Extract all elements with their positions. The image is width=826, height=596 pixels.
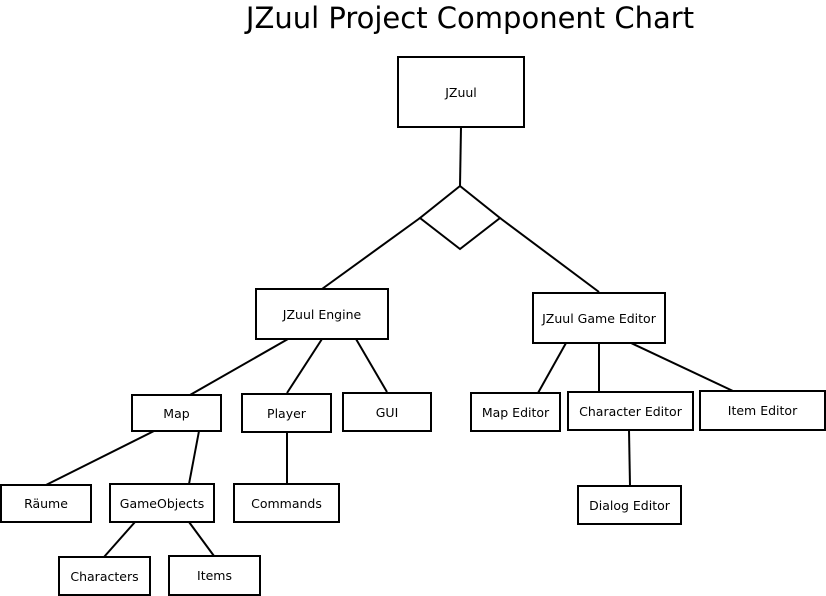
- node-commands: Commands: [233, 483, 340, 523]
- node-jzuul-game-editor: JZuul Game Editor: [532, 292, 666, 344]
- edge-engine-map: [189, 338, 289, 396]
- node-jzuul: JZuul: [397, 56, 525, 128]
- edge-editor-mapeditor: [537, 342, 567, 394]
- chart-title: JZuul Project Component Chart: [245, 1, 695, 35]
- node-gameobjects: GameObjects: [109, 483, 215, 523]
- edge-map-gameobjects: [188, 430, 200, 485]
- node-gui: GUI: [342, 392, 432, 432]
- node-item-editor: Item Editor: [699, 390, 826, 431]
- node-map: Map: [131, 394, 222, 432]
- node-character-editor: Character Editor: [567, 391, 694, 431]
- edge-engine-player: [286, 338, 323, 394]
- edge-chareditor-dialogeditor: [628, 429, 631, 487]
- edge-engine-gui: [355, 338, 388, 393]
- node-map-editor: Map Editor: [470, 392, 561, 432]
- aggregation-diamond: [418, 184, 502, 251]
- edge-diamond-editor: [499, 217, 600, 293]
- node-player: Player: [241, 393, 332, 433]
- node-dialog-editor: Dialog Editor: [577, 485, 682, 525]
- edge-diamond-engine: [321, 217, 421, 290]
- node-characters: Characters: [58, 556, 151, 596]
- edge-gameobjects-items: [188, 521, 215, 557]
- node-jzuul-engine: JZuul Engine: [255, 288, 389, 340]
- edge-jzuul-diamond: [459, 126, 462, 187]
- edge-editor-itemeditor: [630, 342, 734, 392]
- node-items: Items: [168, 555, 261, 596]
- node-raeume: Räume: [0, 484, 92, 523]
- edge-map-raeume: [45, 430, 155, 486]
- edge-gameobjects-characters: [103, 521, 136, 558]
